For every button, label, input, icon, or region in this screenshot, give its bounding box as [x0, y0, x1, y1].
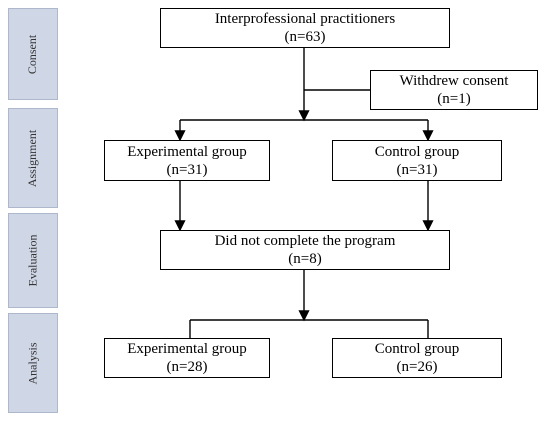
stage-consent: Consent: [8, 8, 58, 100]
node-count: (n=31): [396, 161, 438, 178]
node-label: Experimental group: [127, 143, 247, 160]
stage-evaluation: Evaluation: [8, 213, 58, 308]
node-label: Interprofessional practitioners: [214, 11, 396, 27]
node-count: (n=8): [288, 251, 322, 267]
node-count: (n=28): [166, 359, 208, 375]
node-enrolled: Interprofessional practitioners (n=63): [160, 8, 450, 48]
node-label: Control group: [374, 341, 460, 357]
node-experimental-analyzed: Experimental group (n=28): [104, 338, 270, 378]
node-label: Did not complete the program: [214, 233, 396, 249]
node-control-assigned: Control group (n=31): [332, 140, 502, 181]
node-count: (n=31): [166, 161, 208, 178]
node-experimental-assigned: Experimental group (n=31): [104, 140, 270, 181]
node-label: Experimental group: [127, 341, 247, 357]
node-count: (n=1): [437, 91, 471, 107]
node-control-analyzed: Control group (n=26): [332, 338, 502, 378]
node-label: Withdrew consent: [399, 73, 509, 89]
stage-analysis: Analysis: [8, 313, 58, 413]
node-label: Control group: [374, 143, 460, 160]
node-withdrew: Withdrew consent (n=1): [370, 70, 538, 110]
node-count: (n=26): [396, 359, 438, 375]
node-not-completed: Did not complete the program (n=8): [160, 230, 450, 270]
stage-assignment: Assignment: [8, 108, 58, 208]
node-count: (n=63): [284, 29, 326, 45]
